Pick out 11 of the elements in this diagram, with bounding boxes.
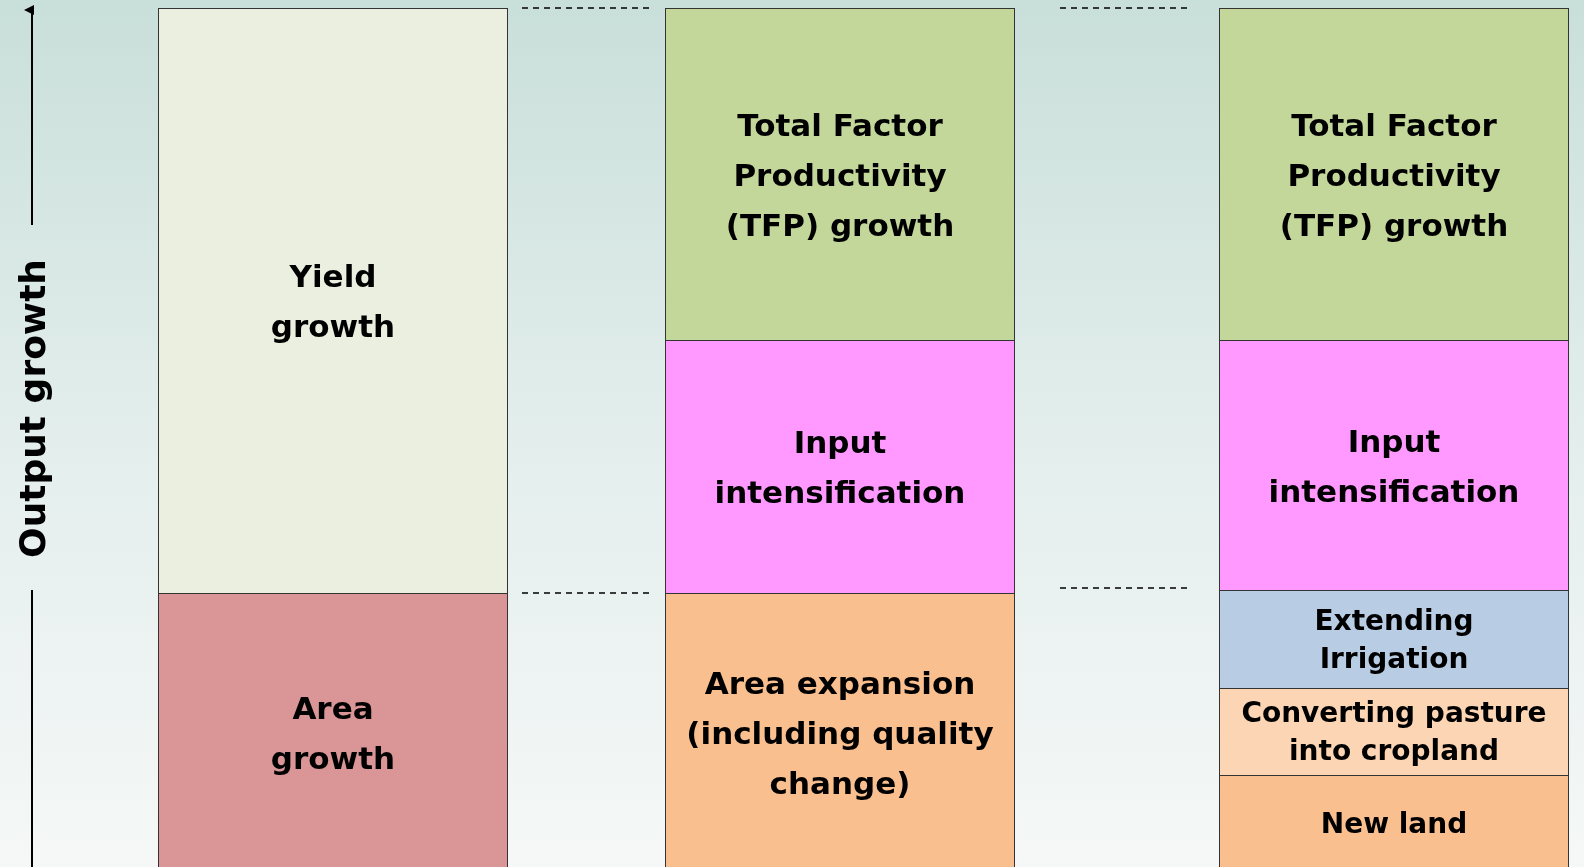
stacked-segment: Area growth bbox=[158, 593, 508, 867]
stacked-segment: Converting pasture into cropland bbox=[1219, 688, 1569, 776]
stacked-segment: Area expansion (including quality change) bbox=[665, 593, 1015, 867]
stacked-segment: Input intensification bbox=[1219, 340, 1569, 591]
stacked-segment: Extending Irrigation bbox=[1219, 590, 1569, 689]
stacked-segment: Yield growth bbox=[158, 8, 508, 594]
stacked-segment: Total Factor Productivity (TFP) growth bbox=[1219, 8, 1569, 341]
stacked-segment: New land bbox=[1219, 775, 1569, 867]
axis-label: Output growth bbox=[11, 258, 53, 558]
stacked-segment: Input intensification bbox=[665, 340, 1015, 594]
stacked-segment: Total Factor Productivity (TFP) growth bbox=[665, 8, 1015, 341]
